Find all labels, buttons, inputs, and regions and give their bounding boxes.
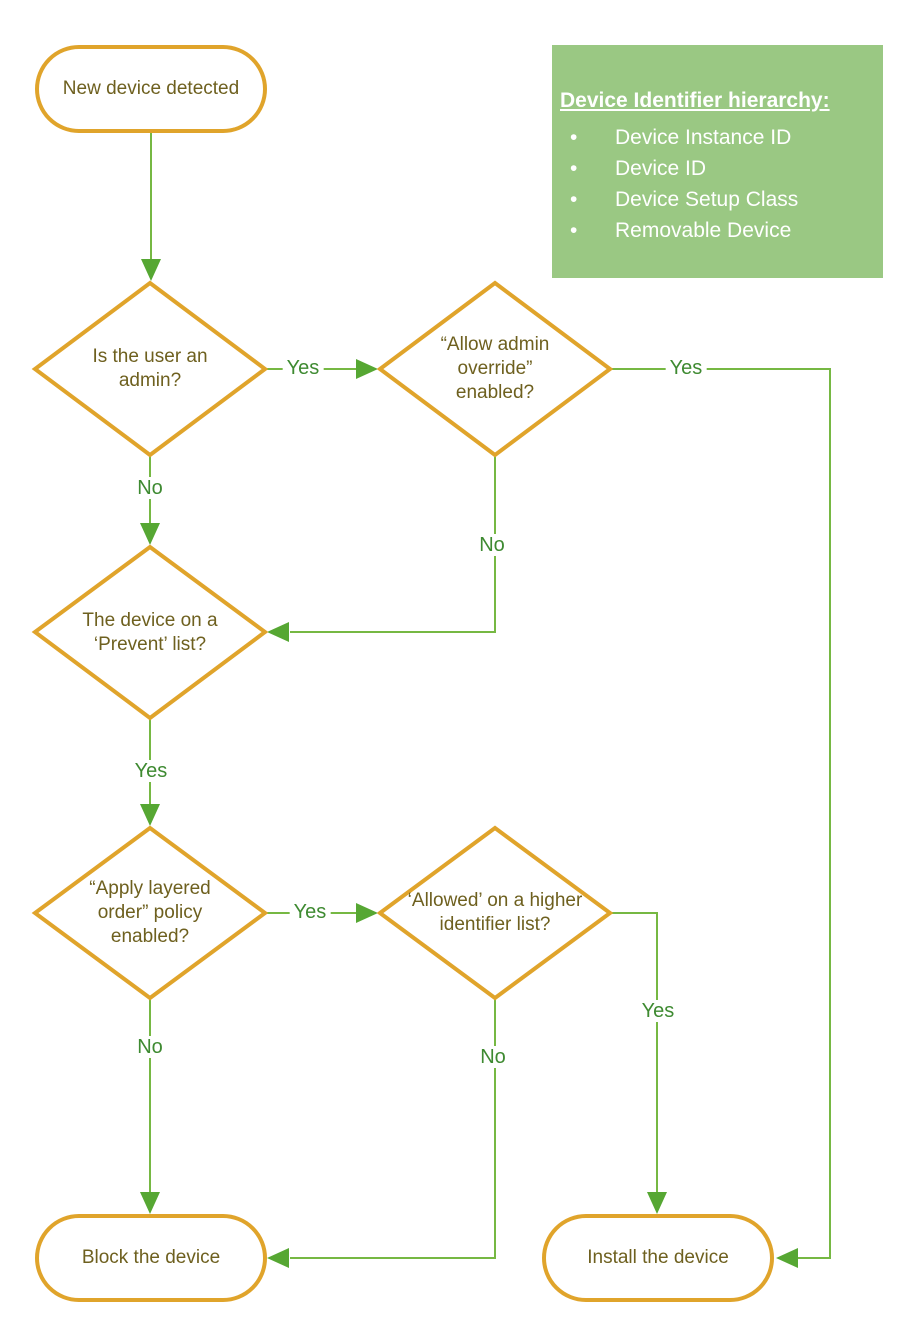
edge-label-admin-no: No (133, 477, 167, 499)
legend-item-label: Device ID (615, 157, 707, 180)
edge-label-prevent-yes: Yes (130, 760, 172, 782)
edge-label-admin-yes: Yes (282, 357, 324, 379)
legend-item: • Device Setup Class (560, 184, 875, 215)
higher-identifier-diamond-shape (376, 825, 614, 1001)
install-node-label: Install the device (587, 1247, 729, 1269)
is-admin-diamond-shape (31, 280, 269, 458)
edge-higher-no-to-block (290, 998, 496, 1259)
arrowhead-down-icon (140, 523, 160, 545)
allow-override-diamond-shape (376, 280, 614, 458)
bullet-icon: • (570, 219, 578, 242)
prevent-list-diamond-shape (31, 544, 269, 721)
arrowhead-down-icon (140, 804, 160, 826)
edge-label-override-no: No (475, 534, 509, 556)
arrowhead-down-icon (647, 1192, 667, 1214)
node-shapes (31, 45, 774, 1302)
edge-label-higher-no: No (476, 1046, 510, 1068)
layered-order-diamond-shape (31, 825, 269, 1001)
legend-item: • Device ID (560, 153, 875, 184)
block-node-label: Block the device (81, 1247, 221, 1269)
edge-label-layered-yes: Yes (289, 901, 331, 923)
arrowhead-left-icon (267, 622, 289, 642)
arrowhead-left-icon (776, 1248, 798, 1268)
allow-override-label: “Allow admin override” enabled? (440, 334, 550, 403)
prevent-list-label: The device on a ‘Prevent’ list? (82, 610, 218, 655)
higher-identifier-label: ‘Allowed’ on a higher identifier list? (407, 890, 583, 935)
edge-override-yes-to-install (610, 368, 831, 1259)
block-node-shape (35, 1214, 267, 1302)
install-node-shape (542, 1214, 774, 1302)
legend-item-label: Device Instance ID (615, 126, 792, 149)
arrowhead-right-icon (356, 903, 378, 923)
layered-order-label: “Apply layered order” policy enabled? (89, 878, 211, 947)
arrowhead-down-icon (141, 259, 161, 281)
legend-item-label: Removable Device (615, 219, 792, 242)
legend-item: • Device Instance ID (560, 122, 875, 153)
edge-higher-yes-to-install (610, 912, 658, 1193)
is-admin-label: Is the user an admin? (92, 346, 208, 391)
arrowheads (140, 259, 798, 1268)
arrowhead-right-icon (356, 359, 378, 379)
bullet-icon: • (570, 157, 578, 180)
bullet-icon: • (570, 126, 578, 149)
legend-item-label: Device Setup Class (615, 188, 799, 211)
legend-item: • Removable Device (560, 215, 875, 246)
edge-label-higher-yes: Yes (637, 1000, 679, 1022)
legend-title: Device Identifier hierarchy: (560, 89, 830, 112)
start-node-label: New device detected (62, 78, 240, 100)
arrowhead-left-icon (267, 1248, 289, 1268)
arrowhead-down-icon (140, 1192, 160, 1214)
edge-override-no-to-prevent (290, 455, 496, 633)
device-identifier-hierarchy-legend: Device Identifier hierarchy: • Device In… (552, 45, 883, 278)
edge-label-layered-no: No (133, 1036, 167, 1058)
bullet-icon: • (570, 188, 578, 211)
start-node-shape (35, 45, 267, 133)
edge-label-override-yes: Yes (665, 357, 707, 379)
